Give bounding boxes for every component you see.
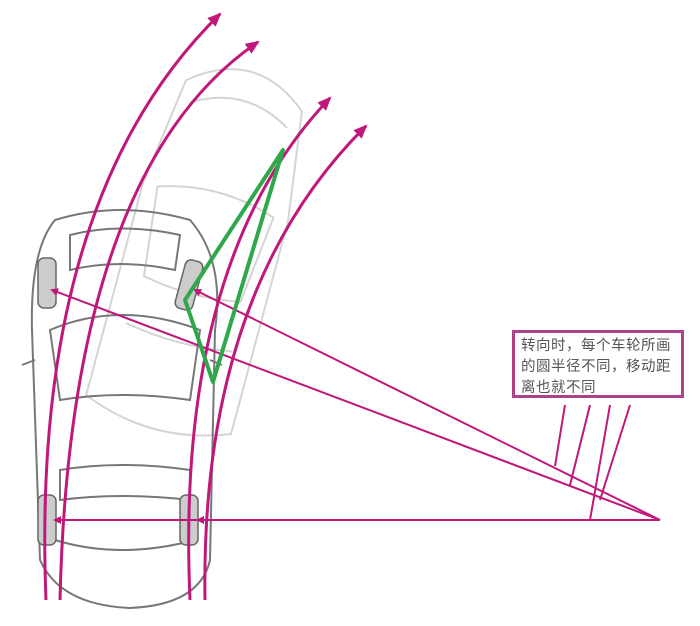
arc-rear-right (187, 96, 332, 601)
front-right-wheel (174, 259, 204, 311)
ghost-car (85, 68, 303, 437)
arc-front-right (203, 124, 368, 601)
green-triangle (183, 148, 285, 384)
arc-front-left (58, 40, 260, 601)
rear-left-wheel (37, 494, 57, 546)
arc-rear-left (43, 12, 222, 601)
wheel-arcs (43, 12, 368, 601)
callout-box: 转向时，每个车轮所画的圆半径不同，移动距离也就不同 (512, 330, 684, 398)
wheels (37, 257, 204, 546)
front-left-wheel (37, 257, 57, 309)
radius-lines (50, 288, 661, 524)
